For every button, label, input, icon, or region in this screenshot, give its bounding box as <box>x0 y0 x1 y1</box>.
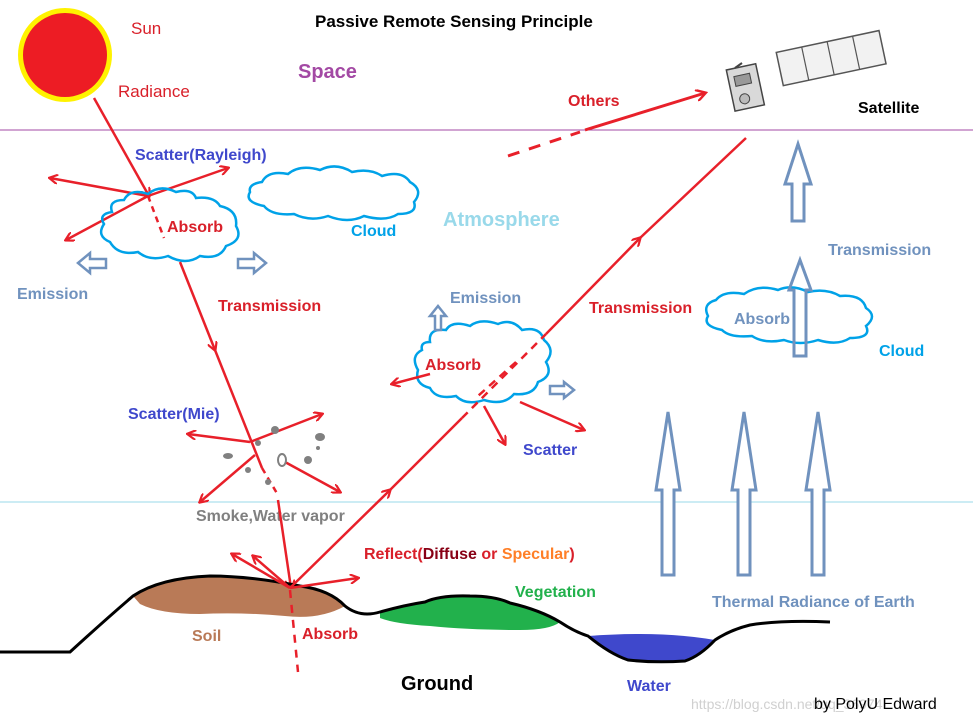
water-patch <box>588 634 715 662</box>
cloud-middle-scatter-arrows <box>392 372 584 444</box>
thermal-radiance-label: Thermal Radiance of Earth <box>712 594 915 611</box>
water-label: Water <box>627 678 671 695</box>
thermal-arrow-3 <box>804 411 832 577</box>
thermal-arrow-2 <box>730 411 758 577</box>
sun-icon <box>18 8 112 102</box>
smoke-particles <box>223 426 325 485</box>
sun-label: Sun <box>131 19 161 38</box>
transmission-to-satellite <box>545 238 640 335</box>
cloud-shape-right <box>705 286 874 345</box>
specular-reflection-ray <box>389 417 463 491</box>
absorb-ground-label: Absorb <box>302 626 358 643</box>
thermal-arrow-1 <box>654 411 682 577</box>
emission-arrow-right <box>236 250 268 276</box>
incoming-radiance-arrow <box>92 97 149 196</box>
credit-label: by PolyU Edward <box>814 696 937 713</box>
transmission-arrow-down <box>178 261 215 350</box>
emission-label-2: Emission <box>450 290 521 307</box>
diagram-title: Passive Remote Sensing Principle <box>315 12 593 31</box>
radiance-label: Radiance <box>118 82 190 101</box>
transmission-label-1: Transmission <box>218 298 321 315</box>
transmission-hollow-arrow-top <box>782 139 814 223</box>
space-label: Space <box>298 61 357 83</box>
cloud-middle-internal-rays <box>461 333 547 419</box>
cloud-shape-top <box>247 165 420 222</box>
scatter-mie-label: Scatter(Mie) <box>128 406 220 423</box>
satellite-label: Satellite <box>858 100 919 117</box>
emission-arrow-left <box>76 250 108 276</box>
ground-line <box>0 574 831 664</box>
atmosphere-label: Atmosphere <box>443 209 560 231</box>
smoke-water-vapor-label: Smoke,Water vapor <box>196 508 345 525</box>
reflect-prefix: Reflect( <box>364 546 423 563</box>
reflect-arrows <box>232 490 390 673</box>
transmission-to-satellite-upper <box>639 137 747 239</box>
others-label: Others <box>568 93 620 110</box>
others-arrow <box>584 93 705 132</box>
transmission-line-lower <box>213 349 264 469</box>
reflect-specular: Specular <box>502 546 570 563</box>
watermark-text: https://blog.csdn.net/qq_36974 <box>691 696 883 712</box>
absorb-label-2: Absorb <box>425 357 481 374</box>
absorb-label-1: Absorb <box>167 219 223 236</box>
emission-arrow-up <box>427 303 449 332</box>
reflect-or: or <box>477 546 502 563</box>
reflect-suffix: ) <box>569 546 574 563</box>
soil-label: Soil <box>192 628 221 645</box>
emission-label-1: Emission <box>17 286 88 303</box>
cloud-label-2: Cloud <box>879 343 924 360</box>
cloud-label-1: Cloud <box>351 223 396 240</box>
mie-scatter-arrows <box>188 414 340 502</box>
scatter-label: Scatter <box>523 442 577 459</box>
emission-arrow-right-2 <box>548 379 577 401</box>
ground-label: Ground <box>401 673 473 695</box>
vegetation-label: Vegetation <box>515 584 596 601</box>
transmission-label-3: Transmission <box>828 242 931 259</box>
reflect-label: Reflect(Diffuse or Specular) <box>364 546 575 563</box>
satellite-icon <box>725 29 887 112</box>
transmission-label-2: Transmission <box>589 300 692 317</box>
scatter-rayleigh-label: Scatter(Rayleigh) <box>135 147 267 164</box>
reflect-diffuse: Diffuse <box>423 546 477 563</box>
others-dashed-line <box>507 130 581 158</box>
cloud-shape-rayleigh <box>99 187 240 263</box>
ray-to-ground <box>276 499 291 588</box>
transmission-hollow-arrow-mid <box>786 255 814 358</box>
absorb-label-3: Absorb <box>734 311 790 328</box>
